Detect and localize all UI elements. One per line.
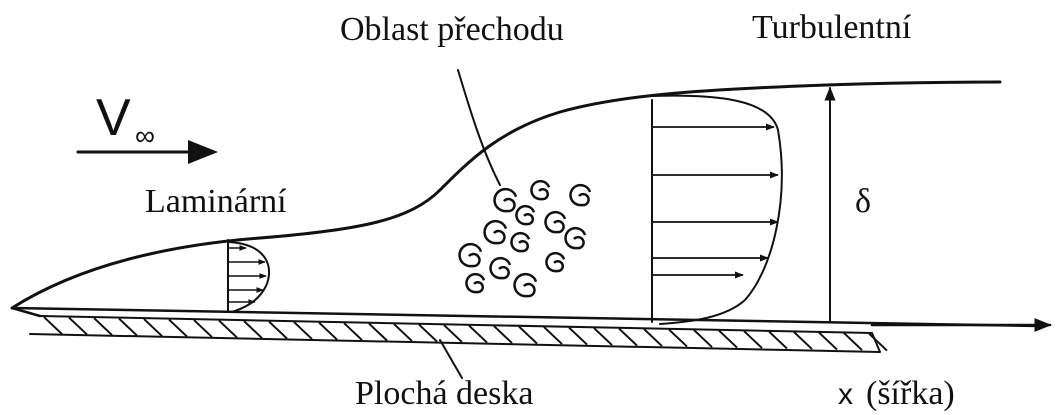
eddy-swirl	[516, 206, 534, 224]
freestream-velocity-label: V ∞	[96, 89, 155, 151]
plate-hatch-line	[369, 324, 387, 341]
eddy-swirl	[511, 233, 529, 251]
plate-hatch-line	[119, 319, 137, 336]
flat-plate-label: Plochá deska	[355, 375, 533, 412]
flat-plate	[12, 308, 1040, 352]
plate-hatch-line	[794, 332, 812, 349]
plate-hatch-line	[744, 331, 762, 348]
plate-hatch-line	[594, 328, 612, 345]
eddy-swirl	[495, 189, 516, 211]
flat-plate-pointer-line	[440, 340, 462, 378]
plate-hatch-line	[569, 328, 587, 345]
eddy-swirl	[565, 228, 585, 248]
plate-hatch-line	[669, 330, 687, 347]
plate-hatch-line	[419, 325, 437, 342]
laminar-label: Laminární	[145, 183, 287, 220]
freestream-subscript: ∞	[135, 120, 155, 151]
plate-hatch-line	[69, 318, 87, 335]
eddy-swirl	[570, 185, 590, 205]
plate-hatch-line	[294, 322, 312, 339]
delta-label: δ	[855, 183, 871, 220]
plate-hatch-line	[44, 317, 62, 334]
eddy-swirl	[460, 244, 481, 266]
plate-hatch-line	[519, 327, 537, 344]
plate-hatch-line	[194, 320, 212, 337]
plate-hatch-line	[344, 323, 362, 340]
laminar-velocity-profile	[228, 240, 269, 312]
plate-hatch-line	[244, 321, 262, 338]
plate-hatch-line	[544, 327, 562, 344]
plate-hatch-line	[94, 318, 112, 335]
plate-hatch-line	[819, 333, 837, 350]
eddy-swirl	[546, 253, 564, 271]
transition-region-label: Oblast přechodu	[340, 11, 564, 48]
plate-hatch-line	[269, 322, 287, 339]
plate-hatch-line	[494, 326, 512, 343]
transition-eddies	[460, 181, 590, 296]
plate-hatch-line	[619, 329, 637, 346]
eddy-swirl	[515, 274, 536, 296]
plate-hatch-line	[319, 323, 337, 340]
plate-hatch-line	[769, 332, 787, 349]
plate-hatch-line	[144, 319, 162, 336]
plate-hatch-line	[844, 333, 862, 350]
eddy-swirl	[545, 212, 565, 232]
freestream-letter: V	[96, 89, 131, 147]
x-axis-symbol: x	[838, 378, 853, 411]
plate-hatch-line	[444, 325, 462, 342]
eddy-swirl	[490, 258, 510, 278]
turbulent-velocity-profile	[652, 96, 782, 324]
x-axis-unit-label: (šířka)	[866, 375, 955, 412]
plate-hatch-line	[469, 326, 487, 343]
eddy-swirl	[531, 181, 549, 199]
turbulent-label: Turbulentní	[752, 9, 912, 46]
eddy-swirl	[485, 221, 506, 243]
plate-hatch-line	[394, 324, 412, 341]
eddy-swirl	[466, 274, 484, 292]
plate-hatch-line	[219, 321, 237, 338]
plate-hatch-line	[694, 330, 712, 347]
plate-hatch-line	[169, 320, 187, 337]
plate-hatch-line	[644, 329, 662, 346]
plate-hatch-line	[719, 331, 737, 348]
